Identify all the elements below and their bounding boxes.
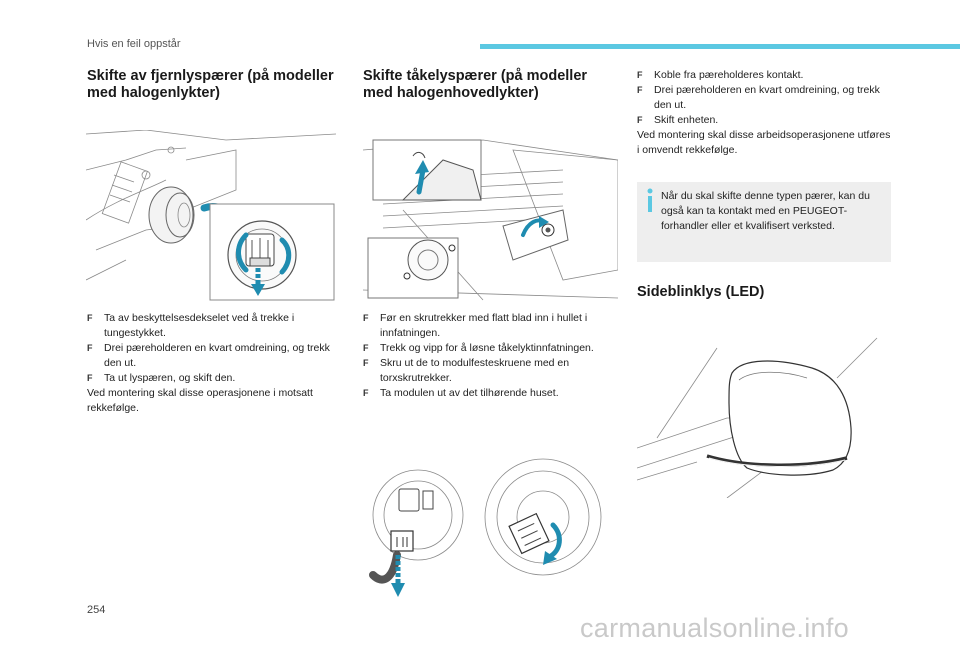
bullet-glyph: F [363,358,369,368]
watermark: carmanualsonline.info [580,613,849,643]
high-beam-illustration [86,130,336,301]
page-number: 254 [87,604,106,616]
info-text: Når du skal skifte denne typen pærer, ka… [661,190,870,232]
col3-note: Ved montering skal disse arbeidsoperasjo… [637,129,891,156]
side-indicator-mirror-illustration [637,337,878,498]
info-icon [647,188,653,212]
col2-heading: Skifte tåkelyspærer (på modeller med hal… [363,68,588,101]
col2-heading-wrap: Skifte tåkelyspærer (på modeller med hal… [363,68,618,102]
bullet-glyph: F [87,373,93,383]
fog-lamp-module-illustration [369,458,602,597]
info-box: Når du skal skifte denne typen pærer, ka… [637,182,891,262]
col1-note: Ved montering skal disse operasjonene i … [87,387,313,414]
bullet-glyph: F [87,343,93,353]
col1-heading-wrap: Skifte av fjernlyspærer (på modeller med… [87,68,337,102]
fog-lamp-bezel-illustration [363,139,618,301]
page-section-title: Hvis en feil oppstår [87,38,181,50]
bullet-glyph: F [87,313,93,323]
bullet-glyph: F [637,70,643,80]
col3-heading2-wrap: Sideblinklys (LED) [637,284,891,301]
header-accent-bar [480,44,960,49]
bullet-glyph: F [637,115,643,125]
bullet-glyph: F [363,313,369,323]
col3-heading2: Sideblinklys (LED) [637,284,765,300]
bullet-glyph: F [363,388,369,398]
bullet-glyph: F [637,85,643,95]
col1-heading: Skifte av fjernlyspærer (på modeller med… [87,68,334,101]
bullet-glyph: F [363,343,369,353]
